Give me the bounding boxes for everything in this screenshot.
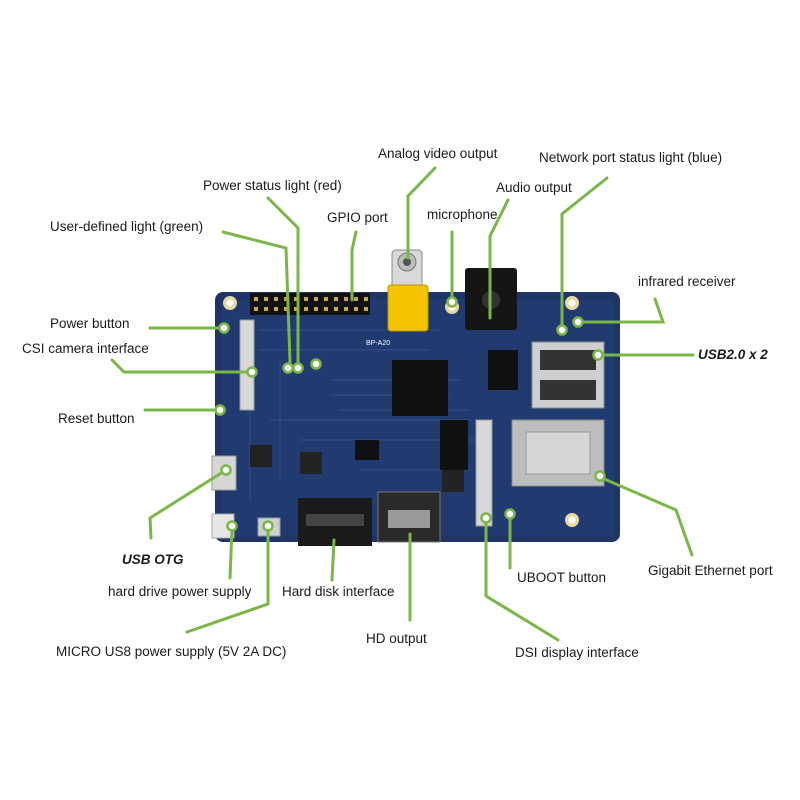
gpio-header <box>250 293 370 315</box>
leader-audio <box>488 198 510 320</box>
label-power-button: Power button <box>50 316 130 331</box>
leader-endpoints <box>214 296 606 532</box>
ethernet-port <box>511 419 605 487</box>
leader-hdd-power <box>228 526 234 580</box>
label-infrared: infrared receiver <box>638 274 736 289</box>
board-silkscreen: BP-A20 <box>366 340 390 347</box>
leader-network-light <box>560 176 609 330</box>
leader-csi <box>110 358 254 374</box>
leader-lines <box>110 166 695 642</box>
label-micro-usb: MICRO US8 power supply (5V 2A DC) <box>56 644 287 659</box>
sata-port <box>298 498 372 546</box>
label-hdd-power: hard drive power supply <box>108 584 252 599</box>
leader-infrared <box>578 297 666 324</box>
dsi-connector <box>475 419 493 527</box>
usb2-ports <box>531 341 605 409</box>
leader-user-light <box>221 230 292 364</box>
leader-power-light <box>266 196 300 364</box>
chips <box>250 350 518 492</box>
leader-gigabit <box>600 476 694 557</box>
leader-gpio <box>350 230 358 302</box>
label-power-light: Power status light (red) <box>203 178 342 193</box>
label-gigabit: Gigabit Ethernet port <box>648 563 773 578</box>
label-hdd-interface: Hard disk interface <box>282 584 395 599</box>
label-network-light: Network port status light (blue) <box>539 150 723 165</box>
csi-connector <box>239 319 255 411</box>
leader-hdd-interface <box>330 538 336 582</box>
label-reset: Reset button <box>58 411 135 426</box>
label-hd-output: HD output <box>366 631 427 646</box>
label-gpio: GPIO port <box>327 210 388 225</box>
label-csi: CSI camera interface <box>22 341 149 356</box>
label-uboot: UBOOT button <box>517 570 607 585</box>
label-analog-video: Analog video output <box>378 146 498 161</box>
rca-video-jack <box>387 249 429 332</box>
label-usb-otg: USB OTG <box>122 552 184 567</box>
label-audio: Audio output <box>496 180 572 195</box>
leader-micro-usb <box>185 526 270 634</box>
leader-usb-otg <box>148 468 228 540</box>
label-dsi: DSI display interface <box>515 645 639 660</box>
leader-dsi <box>484 518 560 642</box>
label-user-light: User-defined light (green) <box>50 219 204 234</box>
leader-analog-video <box>406 166 437 260</box>
label-microphone: microphone <box>427 207 498 222</box>
label-usb20: USB2.0 x 2 <box>698 347 768 362</box>
